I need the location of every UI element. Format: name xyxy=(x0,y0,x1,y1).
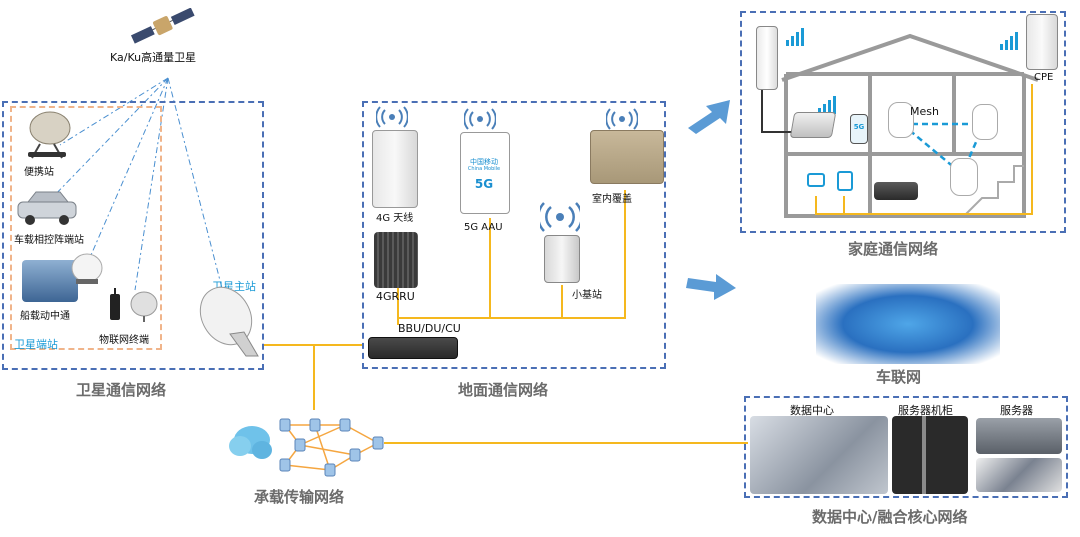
datacenter-box xyxy=(744,396,1068,498)
satellite-icon xyxy=(130,8,195,44)
aau-brand-en: China Mobile xyxy=(467,166,501,172)
ground-network-box xyxy=(362,101,666,369)
home-network-box xyxy=(740,11,1066,233)
ground-device-label-small-cell: 小基站 xyxy=(572,290,602,301)
ground-device-label-bbu: BBU/DU/CU xyxy=(398,322,461,335)
indoor-coverage-image xyxy=(590,130,664,184)
terminal-label-vehicle: 车载相控阵端站 xyxy=(14,235,84,246)
mesh-node xyxy=(888,102,914,138)
terminal-label-iot: 物联网终端 xyxy=(99,335,149,346)
switch-image xyxy=(874,182,918,200)
5g-aau-panel: 中国移动 China Mobile 5G xyxy=(460,132,510,214)
mesh-label: Mesh xyxy=(910,105,939,118)
satellite-network-title: 卫星通信网络 xyxy=(76,381,167,399)
datacenter-network-title: 数据中心/融合核心网络 xyxy=(812,508,968,526)
rack-item-label: 服务器机柜 xyxy=(898,404,953,417)
iot-terminal-icon xyxy=(110,288,158,322)
ground-network-title: 地面通信网络 xyxy=(458,381,549,399)
phone-image: 5G xyxy=(850,114,868,144)
signal-bars-icon xyxy=(1000,32,1018,50)
4g-antenna-image xyxy=(372,130,418,208)
home-network-title: 家庭通信网络 xyxy=(848,240,939,258)
vehicle-station-icon xyxy=(17,191,77,225)
outdoor-panel-image xyxy=(756,26,778,90)
small-cell-image xyxy=(544,235,580,283)
cloud-icon xyxy=(229,426,272,459)
aau-brand: 中国移动 xyxy=(470,158,498,166)
rack-image xyxy=(892,416,968,494)
transport-network-title: 承载传输网络 xyxy=(254,488,345,506)
ground-device-label-5g-aau: 5G AAU xyxy=(464,222,503,233)
ground-device-label-4g-antenna: 4G 天线 xyxy=(376,213,414,224)
signal-bars-icon xyxy=(786,28,804,46)
yellow-links xyxy=(262,190,748,444)
signal-icon xyxy=(540,202,580,232)
transport-nodes xyxy=(279,418,384,477)
cpe-label: CPE xyxy=(1034,72,1054,83)
mesh-node xyxy=(972,104,998,140)
server-image xyxy=(976,418,1062,454)
datacenter-image xyxy=(750,416,888,494)
cables-image xyxy=(976,458,1062,492)
signal-icon xyxy=(376,106,408,128)
phone-badge: 5G xyxy=(853,123,865,131)
portable-station-icon xyxy=(28,111,71,159)
terminal-label-portable: 便携站 xyxy=(24,167,54,178)
terminal-group-label: 卫星端站 xyxy=(14,338,58,351)
aau-tech: 5G xyxy=(474,177,494,191)
tv-printer-icons xyxy=(807,171,853,191)
server-item-label: 服务器 xyxy=(1000,404,1033,417)
satellite-label: Ka/Ku高通量卫星 xyxy=(110,51,197,64)
signal-bars-icon xyxy=(818,96,836,114)
satellite-network-box xyxy=(2,101,264,370)
mesh-node xyxy=(950,158,978,196)
ground-device-label-indoor: 室内覆盖 xyxy=(592,194,632,205)
bbu-device-image xyxy=(368,337,458,359)
signal-icon xyxy=(606,108,638,130)
main-station-dish-icon xyxy=(199,286,259,357)
datacenter-item-label: 数据中心 xyxy=(790,404,834,417)
ground-device-label-4grru: 4GRRU xyxy=(376,290,415,303)
ship-station-image xyxy=(22,260,78,302)
terminal-label-ship: 船载动中通 xyxy=(20,311,70,322)
satellite-beams xyxy=(49,77,226,301)
4g-rru-image xyxy=(374,232,418,288)
ship-radome-icon xyxy=(71,253,103,284)
vehicle-network-image xyxy=(816,284,1000,364)
terminal-group-box xyxy=(10,106,162,350)
flow-arrows xyxy=(686,100,736,300)
vehicle-network-title: 车联网 xyxy=(876,368,922,386)
signal-icon xyxy=(464,108,496,130)
cpe-image xyxy=(1026,14,1058,70)
router-image xyxy=(789,112,837,138)
